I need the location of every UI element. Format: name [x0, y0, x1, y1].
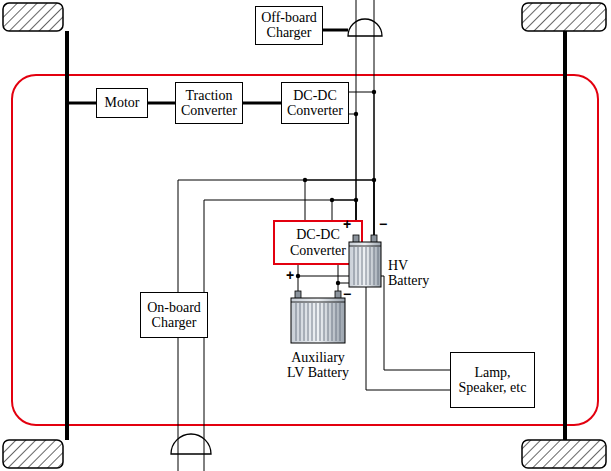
wire [298, 265, 299, 292]
wheel [3, 3, 63, 31]
motor-box: Motor [96, 88, 148, 118]
converter-box: DC-DC Converter [281, 82, 349, 124]
hv-battery: HV Battery [348, 232, 443, 292]
axle [563, 31, 567, 440]
drive-shaft [67, 102, 96, 105]
wheel [522, 440, 606, 468]
polarity-sign: + [343, 217, 351, 231]
wire-connector [349, 90, 376, 236]
node-label: Auxiliary LV Battery [282, 350, 354, 381]
converter-box: Traction Converter [175, 82, 243, 124]
wire [356, 0, 357, 36]
battery-icon [348, 232, 382, 288]
node-label: DC-DC Converter [278, 227, 358, 258]
node-label: HV Battery [388, 258, 440, 289]
junction-dot [372, 90, 376, 94]
wire-connector [323, 30, 374, 236]
node-label: Motor [105, 95, 140, 110]
wire [178, 338, 179, 471]
wire-connector [243, 103, 281, 104]
wire [243, 102, 281, 105]
node-label: On-board Charger [145, 300, 203, 331]
polarity-sign: + [286, 268, 294, 282]
charging-plug [171, 434, 211, 454]
wire-connector [298, 265, 338, 292]
wire [338, 283, 450, 390]
charging-plug [348, 19, 382, 36]
wheels [3, 3, 606, 468]
wire-connector [178, 180, 374, 292]
wire [349, 92, 374, 236]
charger-box: Off-board Charger [255, 6, 323, 45]
junction-dot [296, 274, 300, 278]
wheel [3, 440, 63, 468]
wire [323, 29, 348, 32]
junction-dot [336, 281, 340, 285]
wire [204, 338, 205, 471]
polarity-sign: − [379, 217, 387, 231]
load-box: Lamp, Speaker, etc [450, 352, 535, 408]
node-label: Traction Converter [180, 88, 238, 119]
node-label: Off-board Charger [260, 10, 318, 41]
vehicle-body-outline [12, 75, 598, 425]
junction-dot [354, 112, 358, 116]
polarity-sign: − [343, 287, 351, 301]
axle [65, 31, 69, 440]
wire [148, 102, 175, 105]
charger-box: On-board Charger [140, 292, 208, 338]
wire [178, 180, 374, 292]
node-label: DC-DC Converter [286, 88, 344, 119]
lv-battery: Auxiliary LV Battery [282, 288, 354, 383]
node-label: Lamp, Speaker, etc [455, 365, 530, 396]
wheel [522, 3, 606, 31]
battery-icon [290, 288, 346, 344]
wire-connector [148, 103, 175, 104]
wire [338, 265, 339, 292]
wire [374, 0, 375, 36]
